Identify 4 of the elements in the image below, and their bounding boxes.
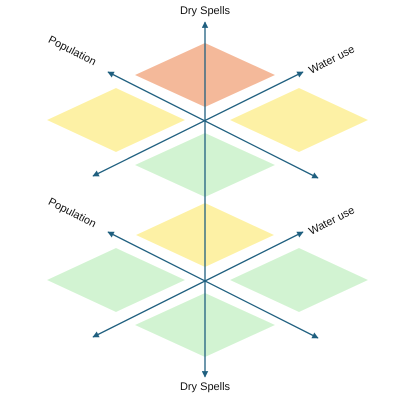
axis-label: Dry Spells: [180, 381, 230, 393]
axis-label: Dry Spells: [180, 5, 230, 17]
axis-label: Water use: [307, 43, 357, 77]
axis-label: Water use: [307, 204, 357, 238]
